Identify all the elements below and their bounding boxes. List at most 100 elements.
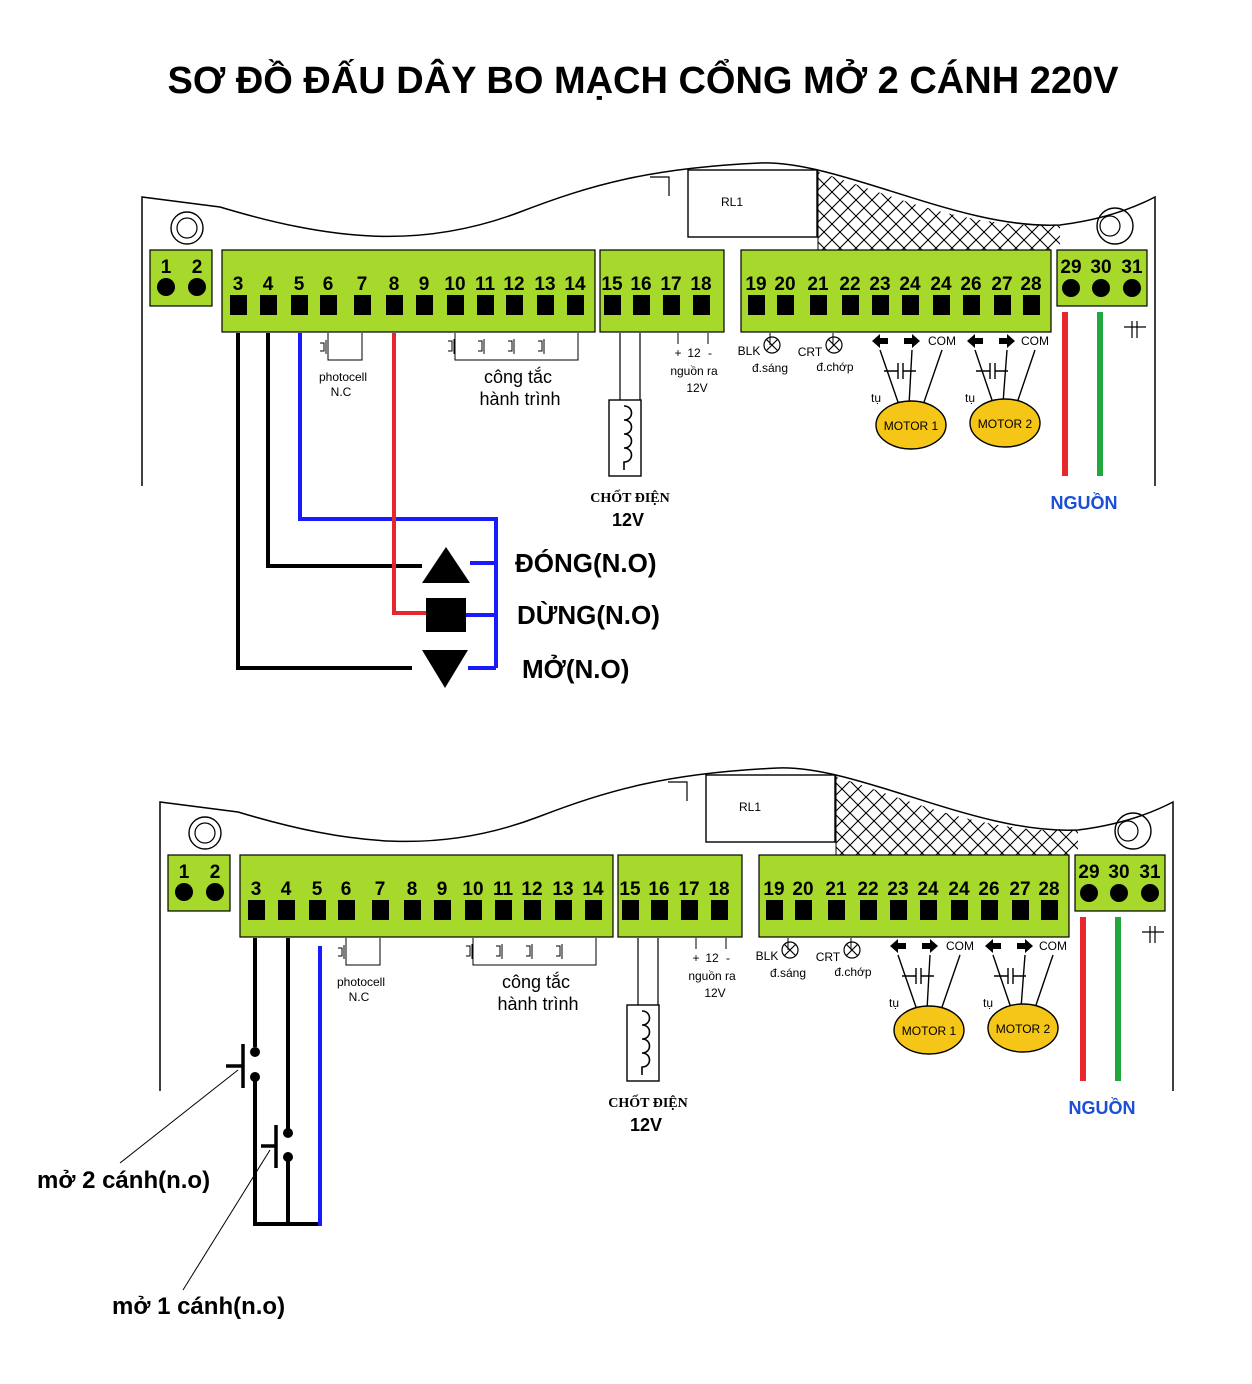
terminal-screw [248, 900, 265, 920]
terminal-screw [963, 295, 980, 315]
open-one-wing-label: mở 1 cánh(n.o) [112, 1293, 285, 1320]
output-plus: + [674, 346, 681, 360]
terminal-screw [372, 900, 389, 920]
wire-black-left [253, 938, 320, 1226]
mounting-hole [1096, 207, 1134, 245]
limit-switch-contact-icon [466, 944, 473, 959]
mounting-hole [1099, 215, 1121, 237]
output-label: nguồn ra [688, 969, 736, 983]
com-label: COM [946, 939, 974, 953]
terminal-screw [1123, 279, 1141, 297]
crt-sub: đ.chớp [816, 360, 854, 374]
com-label: COM [928, 334, 956, 348]
terminal-screw [495, 900, 512, 920]
motor-wire [974, 349, 1036, 404]
photocell-contact-icon [320, 340, 327, 354]
terminal-screw [933, 295, 950, 315]
crt-lamp-icon [827, 338, 841, 352]
switch-contact [283, 1152, 293, 1162]
terminal-screw [693, 295, 710, 315]
terminal-block-body [599, 249, 725, 333]
terminal-screw [230, 295, 247, 315]
terminal-screw [386, 295, 403, 315]
terminal-number: 13 [552, 879, 573, 900]
output-12: 12 [705, 951, 719, 965]
limit-switch-contact-icon [508, 339, 515, 354]
terminal-screw [1080, 884, 1098, 902]
blk-label: BLK [756, 949, 779, 963]
crt-label: CRT [798, 345, 823, 359]
motor-wire [897, 954, 961, 1011]
crt-lamp-icon [825, 336, 843, 354]
terminal-number: 29 [1078, 862, 1099, 883]
lock-coil-icon [641, 1010, 651, 1075]
terminal-number: 1 [179, 862, 190, 883]
terminal-number: 24 [899, 274, 921, 295]
terminal-screw [404, 900, 421, 920]
terminal-number: 3 [233, 274, 244, 295]
crt-sub: đ.chớp [834, 965, 872, 979]
terminal-number: 28 [1038, 879, 1059, 900]
output-minus: - [708, 346, 712, 360]
limit-switch-contact-icon [526, 944, 533, 959]
capacitor-label: tụ [889, 996, 899, 1010]
limit-switch-contact-icon [448, 339, 455, 354]
motor-icon [987, 1003, 1059, 1053]
limit-switch-label: công tắc [502, 971, 570, 992]
terminal-block-body [617, 854, 743, 938]
terminal-screw [872, 295, 889, 315]
photocell-bracket [327, 333, 363, 361]
arrow-right-icon [1017, 939, 1033, 953]
switch-contact [283, 1128, 293, 1138]
terminal-number: 23 [869, 274, 890, 295]
limit-switch-bracket [454, 333, 579, 361]
terminal-number: 9 [437, 879, 448, 900]
limit-switch-contact-icon [556, 944, 563, 959]
terminal-screw [524, 900, 541, 920]
terminal-screw [206, 883, 224, 901]
terminal-screw [842, 295, 859, 315]
lock-volt: 12V [612, 510, 644, 530]
terminal-number: 24 [917, 879, 939, 900]
enclosure-outline [159, 767, 1174, 1091]
blk-label: BLK [738, 344, 761, 358]
capacitor-icon [884, 363, 916, 379]
photocell-bracket [345, 938, 381, 966]
page-title: SƠ ĐỒ ĐẤU DÂY BO MẠCH CỔNG MỞ 2 CÁNH 220… [168, 57, 1120, 102]
terminal-screw [567, 295, 584, 315]
terminal-number: 23 [887, 879, 908, 900]
terminal-number: 17 [678, 879, 699, 900]
close-button-label: ĐÓNG(N.O) [515, 548, 657, 578]
terminal-number: 8 [407, 879, 418, 900]
motor-label: MOTOR 1 [902, 1024, 957, 1038]
terminal-number: 11 [475, 274, 496, 295]
terminal-number: 4 [281, 879, 292, 900]
terminal-screw [902, 295, 919, 315]
stop-square-icon [426, 598, 466, 632]
terminal-screw [477, 295, 494, 315]
output-12: 12 [687, 346, 701, 360]
terminal-number: 6 [323, 274, 334, 295]
leader-line [182, 1149, 271, 1291]
power-label: NGUỒN [1051, 492, 1118, 513]
limit-switch-sub: hành trình [497, 994, 578, 1014]
board-notch [650, 176, 670, 196]
terminal-number: 30 [1108, 862, 1129, 883]
terminal-screw [1092, 279, 1110, 297]
terminal-number: 10 [444, 274, 465, 295]
terminal-screw [157, 278, 175, 296]
terminal-screw [1141, 884, 1159, 902]
ground-icon [1124, 321, 1146, 338]
lock-coil-box [626, 1004, 660, 1082]
output-wire [695, 938, 727, 949]
terminal-screw [354, 295, 371, 315]
terminal-number: 14 [564, 274, 586, 295]
capacitor-label: tụ [965, 391, 975, 405]
blk-lamp-icon [783, 943, 797, 957]
